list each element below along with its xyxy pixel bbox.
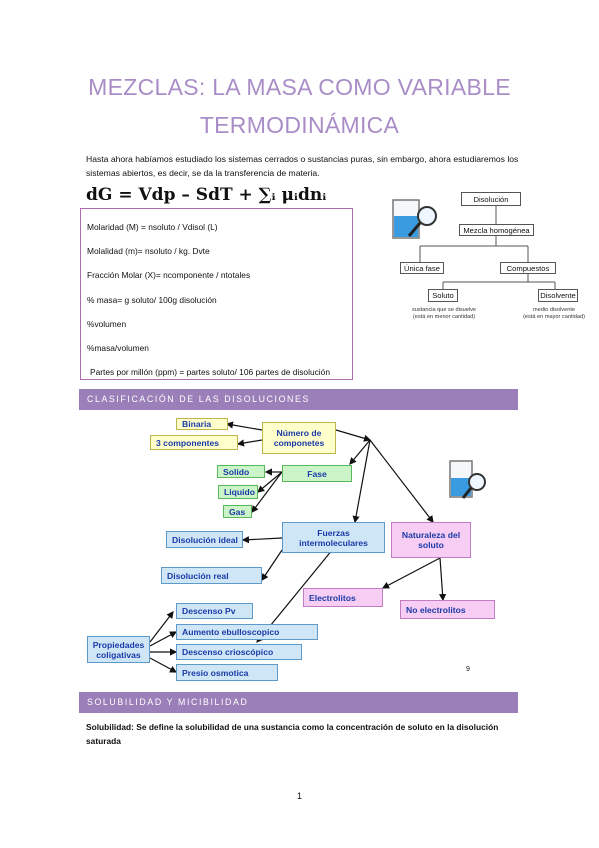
naturaleza-line2: soluto xyxy=(418,540,444,550)
formula-molaridad: Molaridad (M) = nsoluto / Vdisol (L) xyxy=(87,222,218,232)
beaker-magnifier-icon-2 xyxy=(449,460,486,499)
node-disolvente: Disolvente xyxy=(538,289,578,302)
numero-componentes-line1: Número de xyxy=(276,428,322,438)
node-fase: Fase xyxy=(282,465,352,482)
intro-paragraph: Hasta ahora habíamos estudiado los siste… xyxy=(86,154,519,178)
solubility-label: Solubilidad: xyxy=(86,722,134,732)
disolucion-diagram: Disolución Mezcla homogénea Única fase C… xyxy=(385,186,599,336)
node-aumento-ebulloscopico: Aumento ebulloscopico xyxy=(176,624,318,640)
formula-volumen: %volumen xyxy=(87,319,127,329)
section-solubilidad: SOLUBILIDAD Y MICIBILIDAD xyxy=(79,692,518,713)
node-presio-osmotica: Presio osmotica xyxy=(176,664,278,681)
formula-masa-volumen: %masa/volumen xyxy=(87,343,149,353)
node-disolucion: Disolución xyxy=(461,192,521,206)
small-number: 9 xyxy=(466,666,470,673)
node-naturaleza-soluto: Naturaleza del soluto xyxy=(391,522,471,558)
soluto-note-2: (está en menor cantidad) xyxy=(412,314,476,320)
classification-arrows xyxy=(149,421,447,673)
node-descenso-crioscopico: Descenso crioscópico xyxy=(176,644,302,660)
node-compuestos: Compuestos xyxy=(500,262,556,274)
classification-diagram: Binaria 3 componentes Número de componet… xyxy=(0,410,599,682)
node-numero-componentes: Número de componetes xyxy=(262,422,336,454)
formula-ppm: Partes por millón (ppm) = partes soluto/… xyxy=(90,367,330,377)
disolvente-note-1: medio disolvente xyxy=(533,307,575,313)
page-number: 1 xyxy=(296,791,302,801)
node-3-componentes: 3 componentes xyxy=(150,435,238,450)
node-binaria: Binaria xyxy=(176,418,228,430)
node-unica-fase: Única fase xyxy=(400,262,444,274)
beaker-magnifier-icon xyxy=(392,199,437,239)
node-electrolitos: Electrolitos xyxy=(303,588,383,607)
node-mezcla-homogenea: Mezcla homogénea xyxy=(459,224,534,236)
formula-fraccion-molar: Fracción Molar (X)= ncomponente / ntotal… xyxy=(87,270,251,280)
node-descenso-pv: Descenso Pv xyxy=(176,603,253,619)
fuerzas-line2: intermoleculares xyxy=(299,537,368,548)
solubility-text: Se define la solubilidad de una sustanci… xyxy=(86,722,499,746)
node-solido: Solido xyxy=(217,465,265,478)
node-soluto: Soluto xyxy=(428,289,458,302)
page-title-line2: TERMODINÁMICA xyxy=(199,112,400,138)
node-fuerzas-intermoleculares: Fuerzas intermoleculares xyxy=(282,522,385,553)
node-disolucion-real: Disolución real xyxy=(161,567,262,584)
formula-box: Molaridad (M) = nsoluto / Vdisol (L) Mol… xyxy=(80,208,353,380)
fuerzas-line1: Fuerzas xyxy=(317,527,350,538)
disolvente-note-2: (está en mayor cantidad) xyxy=(523,314,585,320)
node-propiedades-coligativas: Propiedades coligativas xyxy=(87,636,150,663)
propiedades-line1: Propiedades xyxy=(92,639,145,650)
gibbs-equation: dG = Vdp – SdT + ∑ᵢ μᵢdnᵢ xyxy=(86,185,327,205)
node-no-electrolitos: No electrolitos xyxy=(400,600,495,619)
node-disolucion-ideal: Disolución ideal xyxy=(166,531,243,548)
disolucion-diagram-lines xyxy=(419,206,556,289)
formula-masa: % masa= g soluto/ 100g disolución xyxy=(87,295,217,305)
propiedades-line2: coligativas xyxy=(96,649,141,660)
soluto-note-1: sustancia que se disuelve xyxy=(411,307,477,313)
numero-componentes-line2: componetes xyxy=(273,438,325,448)
solubility-paragraph: Solubilidad: Se define la solubilidad de… xyxy=(86,720,526,748)
formula-molalidad: Molalidad (m)= nsoluto / kg. Dvte xyxy=(87,246,210,256)
page-title-line1: MEZCLAS: LA MASA COMO VARIABLE xyxy=(88,74,511,100)
node-liquido: Liquido xyxy=(218,485,258,499)
node-gas: Gas xyxy=(223,505,252,518)
section-clasificacion: CLASIFICACIÓN DE LAS DISOLUCIONES xyxy=(79,389,518,410)
naturaleza-line1: Naturaleza del xyxy=(401,530,461,540)
